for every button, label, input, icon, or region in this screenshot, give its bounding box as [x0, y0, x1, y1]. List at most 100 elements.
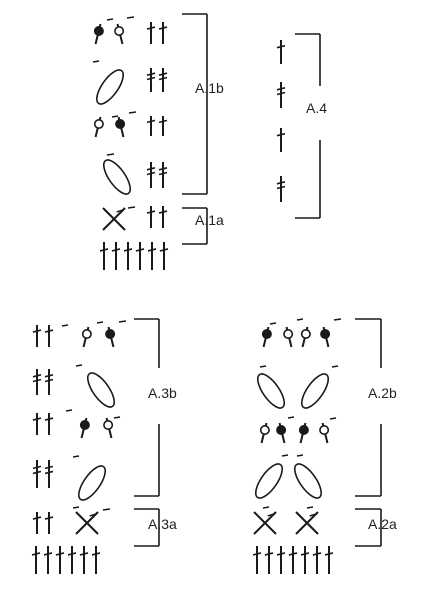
- chain-symbol: [106, 18, 114, 21]
- undefined: [134, 508, 160, 547]
- chain-space-symbol: [256, 373, 286, 409]
- stroke: [43, 552, 53, 556]
- stroke: [44, 465, 54, 470]
- treble-symbol: [264, 546, 274, 574]
- stroke: [44, 417, 54, 421]
- label-a3b: A.3b: [148, 385, 177, 401]
- stroke: [32, 516, 42, 520]
- stroke: [116, 209, 125, 213]
- treble-symbol: [276, 128, 286, 152]
- open-dot-stitch-symbol: [114, 23, 125, 45]
- stroke: [287, 416, 295, 419]
- stroke: [106, 153, 115, 156]
- treble-symbol: [91, 546, 101, 574]
- undefined: [355, 508, 382, 547]
- stroke: [31, 552, 41, 556]
- treble-symbol: [158, 116, 168, 136]
- filled-dot-stitch-symbol: [115, 116, 126, 138]
- stroke: [296, 454, 304, 457]
- stroke: [32, 417, 42, 421]
- treble-symbol: [312, 546, 322, 574]
- stroke: [158, 76, 168, 81]
- dot: [93, 25, 104, 36]
- dot: [93, 119, 104, 130]
- dot: [261, 328, 272, 339]
- stroke: [158, 167, 168, 171]
- dot: [115, 119, 126, 130]
- open-dot-stitch-symbol: [103, 417, 114, 439]
- double-treble-symbol: [44, 460, 54, 488]
- treble-symbol: [43, 546, 53, 574]
- chain-symbol: [331, 365, 339, 368]
- chain-symbol: [306, 506, 314, 509]
- chain-space-symbol: [300, 373, 330, 409]
- stroke: [44, 374, 54, 378]
- stroke: [102, 207, 126, 231]
- stroke: [61, 324, 69, 327]
- stroke: [65, 409, 73, 412]
- stroke: [146, 167, 156, 171]
- double-treble-symbol: [146, 68, 156, 92]
- stroke: [331, 365, 339, 368]
- stroke: [106, 18, 114, 21]
- chain-symbol: [329, 417, 337, 420]
- filled-dot-stitch-symbol: [79, 417, 90, 439]
- stroke: [276, 552, 286, 556]
- crossed-stitch-symbol: [75, 511, 99, 535]
- stroke: [158, 210, 168, 214]
- loop: [95, 69, 125, 105]
- label-a1a: A.1a: [195, 212, 224, 228]
- label-a3a: A.3a: [148, 516, 177, 532]
- stroke: [324, 552, 334, 556]
- stroke: [123, 248, 133, 252]
- chain-symbol: [126, 16, 135, 19]
- stroke: [276, 91, 286, 96]
- treble-symbol: [147, 242, 157, 270]
- stroke: [264, 552, 274, 556]
- chain-symbol: [269, 322, 277, 325]
- stroke: [89, 513, 98, 517]
- stroke: [262, 506, 270, 509]
- filled-dot-stitch-symbol: [93, 23, 104, 45]
- treble-symbol: [276, 546, 286, 574]
- bracket-a2b: [355, 318, 382, 497]
- dot: [298, 424, 309, 435]
- open-dot-stitch-symbol: [259, 422, 270, 444]
- open-dot-stitch-symbol: [300, 326, 311, 348]
- stroke: [128, 111, 137, 114]
- double-treble-symbol: [158, 162, 168, 188]
- chain-symbol: [111, 115, 119, 118]
- dot: [300, 328, 311, 339]
- treble-symbol: [67, 546, 77, 574]
- crossed-stitch-symbol: [102, 207, 126, 231]
- stroke: [32, 329, 42, 333]
- chain-symbol: [281, 454, 289, 457]
- treble-symbol: [288, 546, 298, 574]
- double-treble-symbol: [146, 162, 156, 188]
- filled-dot-stitch-symbol: [320, 326, 331, 348]
- treble-symbol: [276, 40, 286, 64]
- chain-space-symbol: [86, 372, 116, 408]
- chain-symbol: [65, 409, 73, 412]
- dot: [114, 25, 125, 36]
- dot: [79, 419, 90, 430]
- treble-symbol: [300, 546, 310, 574]
- label-a1b: A.1b: [195, 80, 224, 96]
- chain-space-symbol: [293, 463, 323, 499]
- chain-space-symbol: [77, 465, 107, 501]
- treble-symbol: [32, 413, 42, 435]
- treble-symbol: [252, 546, 262, 574]
- chain-symbol: [92, 60, 100, 63]
- treble-symbol: [32, 512, 42, 534]
- dot: [276, 424, 287, 435]
- chain-symbol: [118, 320, 127, 323]
- chain-symbol: [262, 506, 270, 509]
- stroke: [32, 465, 42, 470]
- stroke: [276, 132, 286, 137]
- crossed-stitch-symbol: [295, 511, 319, 535]
- chain-symbol: [113, 416, 121, 419]
- treble-symbol: [31, 546, 41, 574]
- stroke: [75, 511, 99, 535]
- treble-symbol: [111, 242, 121, 270]
